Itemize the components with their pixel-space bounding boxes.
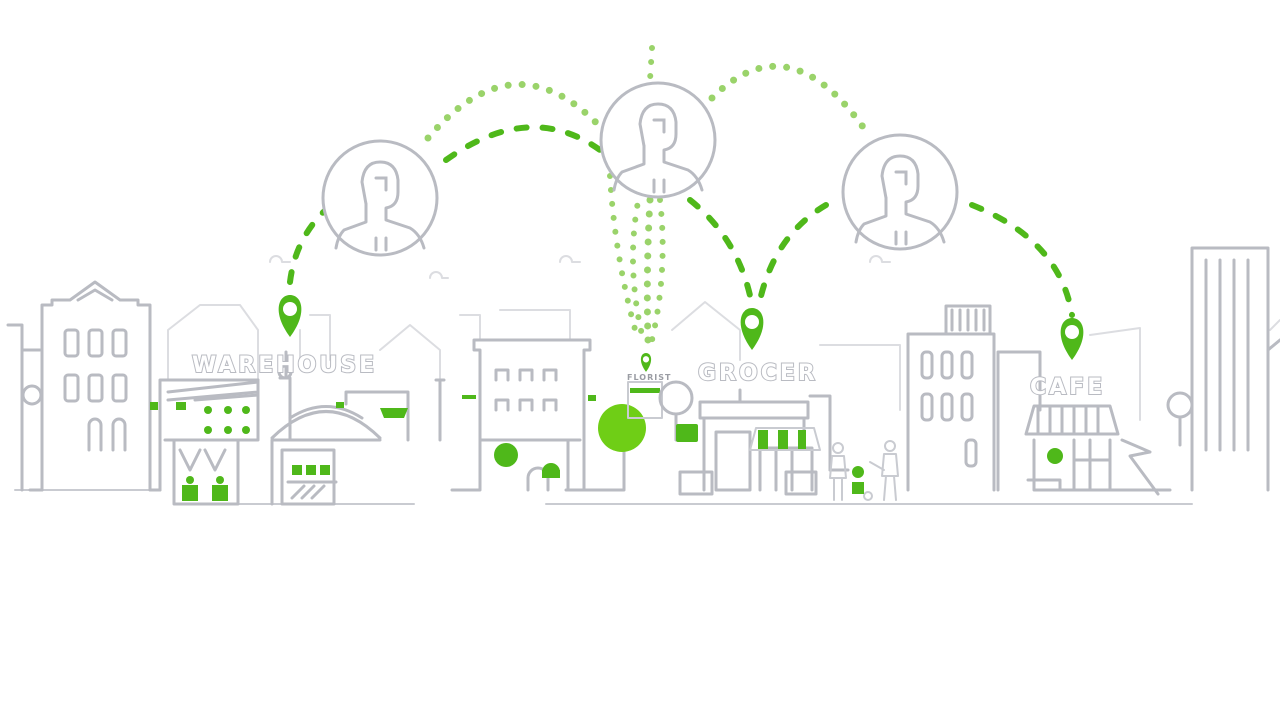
- cafe-building: CAFE: [1024, 374, 1172, 496]
- connection-dotted-fan-0: [629, 189, 645, 338]
- map-pins: [278, 295, 1084, 372]
- apartment-tower: [906, 304, 1042, 492]
- connection-dotted-person-center-to-pin-florist: [643, 196, 654, 344]
- background-skyline: [167, 255, 1280, 421]
- center-building: FLORIST: [450, 338, 671, 492]
- map-pin-icon: [1060, 318, 1084, 360]
- map-pin-icon: [278, 295, 302, 337]
- highlight-dot: [598, 404, 646, 452]
- sign-warehouse: WAREHOUSE: [192, 353, 377, 378]
- map-pin-icon: [640, 353, 652, 372]
- sign-grocer: GROCER: [698, 361, 818, 386]
- connection-lines: [287, 45, 1075, 344]
- person-avatars: [321, 81, 959, 257]
- connection-dashed-person-right-to-pin-grocer: [757, 202, 829, 303]
- connection-dotted-person-center-to-person-right: [708, 62, 872, 138]
- connection-dotted-fan-1: [649, 197, 666, 343]
- sign-cafe: CAFE: [1030, 375, 1105, 400]
- sign-florist: FLORIST: [627, 373, 671, 382]
- produce-crate-icon: [212, 485, 228, 501]
- connection-dashed-person-left-to-pin-warehouse: [287, 167, 403, 285]
- connection-dashed-person-left-to-person-center: [443, 124, 603, 163]
- building-townhouse: [28, 280, 162, 492]
- person-avatar-icon: [599, 81, 717, 199]
- building-right: [1166, 246, 1280, 492]
- connection-dotted-fan-3: [647, 45, 655, 83]
- person-avatar-icon: [321, 139, 439, 257]
- person-avatar-icon: [841, 133, 959, 251]
- map-pin-icon: [740, 308, 764, 350]
- connection-dashed-person-center-to-pin-grocer: [687, 197, 755, 308]
- shopping-bag-icon: [676, 424, 698, 442]
- warehouse-building: WAREHOUSE: [150, 350, 377, 506]
- market-hall: [270, 378, 476, 506]
- connection-dashed-person-right-to-pin-cafe: [969, 202, 1075, 318]
- connection-dotted-fan-2: [607, 173, 641, 343]
- grocer-building: GROCER: [658, 360, 850, 496]
- building-left-edge: [6, 323, 43, 492]
- produce-crate-icon: [182, 485, 198, 501]
- connection-dotted-person-left-to-person-center: [424, 81, 616, 144]
- shoppers-figures: [829, 440, 899, 501]
